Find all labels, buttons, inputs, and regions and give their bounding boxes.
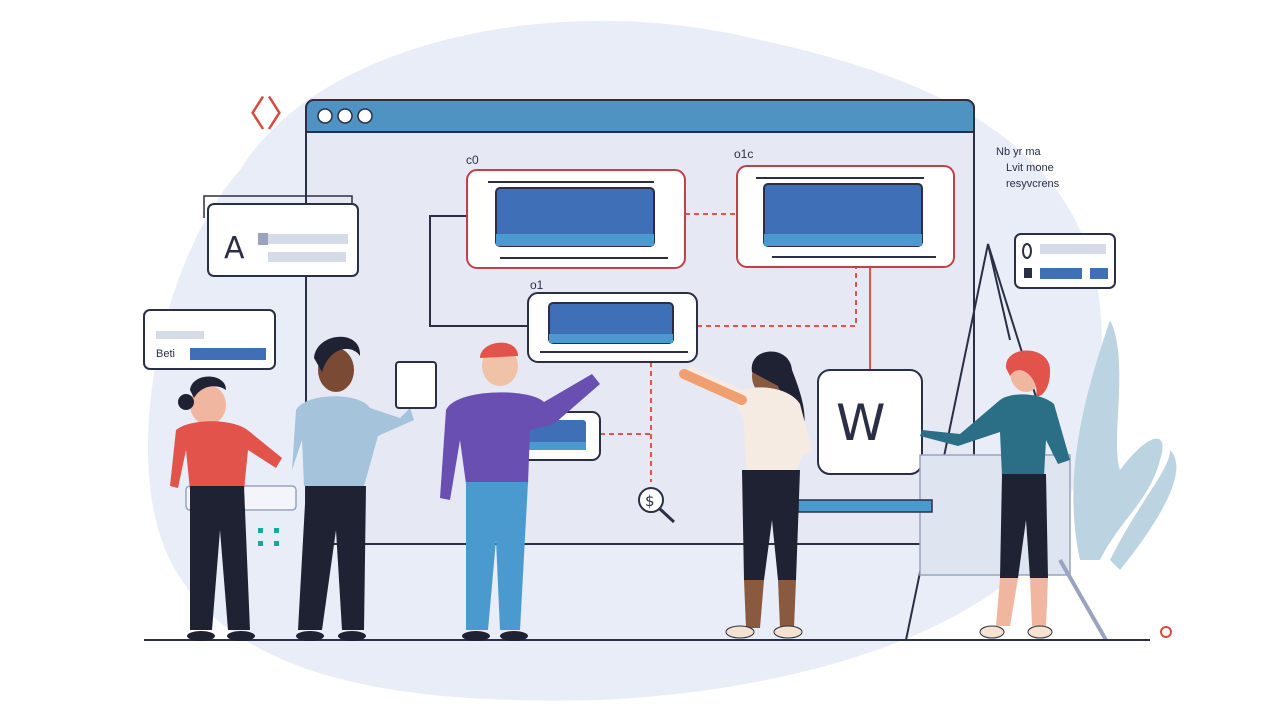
left-small-card: Beti (143, 309, 276, 370)
flow-node-right-top: o1c (734, 147, 955, 268)
svg-text:A: A (224, 231, 245, 266)
pin-icon (1022, 243, 1032, 259)
svg-text:resyvcrens: resyvcrens (1006, 178, 1060, 190)
svg-text:Lvit mone: Lvit mone (1006, 162, 1054, 174)
right-card (1014, 233, 1116, 289)
window-dot-2 (337, 108, 353, 124)
svg-text:c0: c0 (466, 153, 479, 167)
svg-text:W: W (836, 394, 885, 452)
person-man-purple (440, 342, 600, 641)
logo-card-w: W (817, 369, 923, 475)
svg-text:o1c: o1c (734, 147, 753, 161)
search-icon: $ (638, 487, 676, 524)
teal-dots (258, 528, 279, 546)
svg-text:Nb yr ma: Nb yr ma (996, 146, 1042, 158)
person-man-tablet (292, 336, 437, 641)
svg-text:Beti: Beti (156, 348, 175, 360)
flow-node-middle: o1 (527, 278, 698, 363)
svg-text:o1: o1 (530, 278, 544, 292)
blue-strip (797, 499, 933, 513)
person-woman-pointing (679, 351, 812, 639)
person-woman-red (170, 376, 282, 641)
code-brackets-icon: 〈〉 (230, 94, 302, 135)
window-dot-3 (357, 108, 373, 124)
person-woman-teal (920, 350, 1070, 639)
window-dot-1 (317, 108, 333, 124)
flow-connectors (429, 213, 871, 482)
left-card-a: A (203, 195, 359, 277)
side-note: Nb yr ma Lvit mone resyvcrens (996, 146, 1060, 190)
plant-decoration (1073, 320, 1177, 570)
flow-node-left-top: c0 (466, 153, 686, 269)
decor-mark (1160, 626, 1172, 638)
tablet-device (395, 361, 437, 409)
dollar-icon: $ (645, 492, 655, 510)
